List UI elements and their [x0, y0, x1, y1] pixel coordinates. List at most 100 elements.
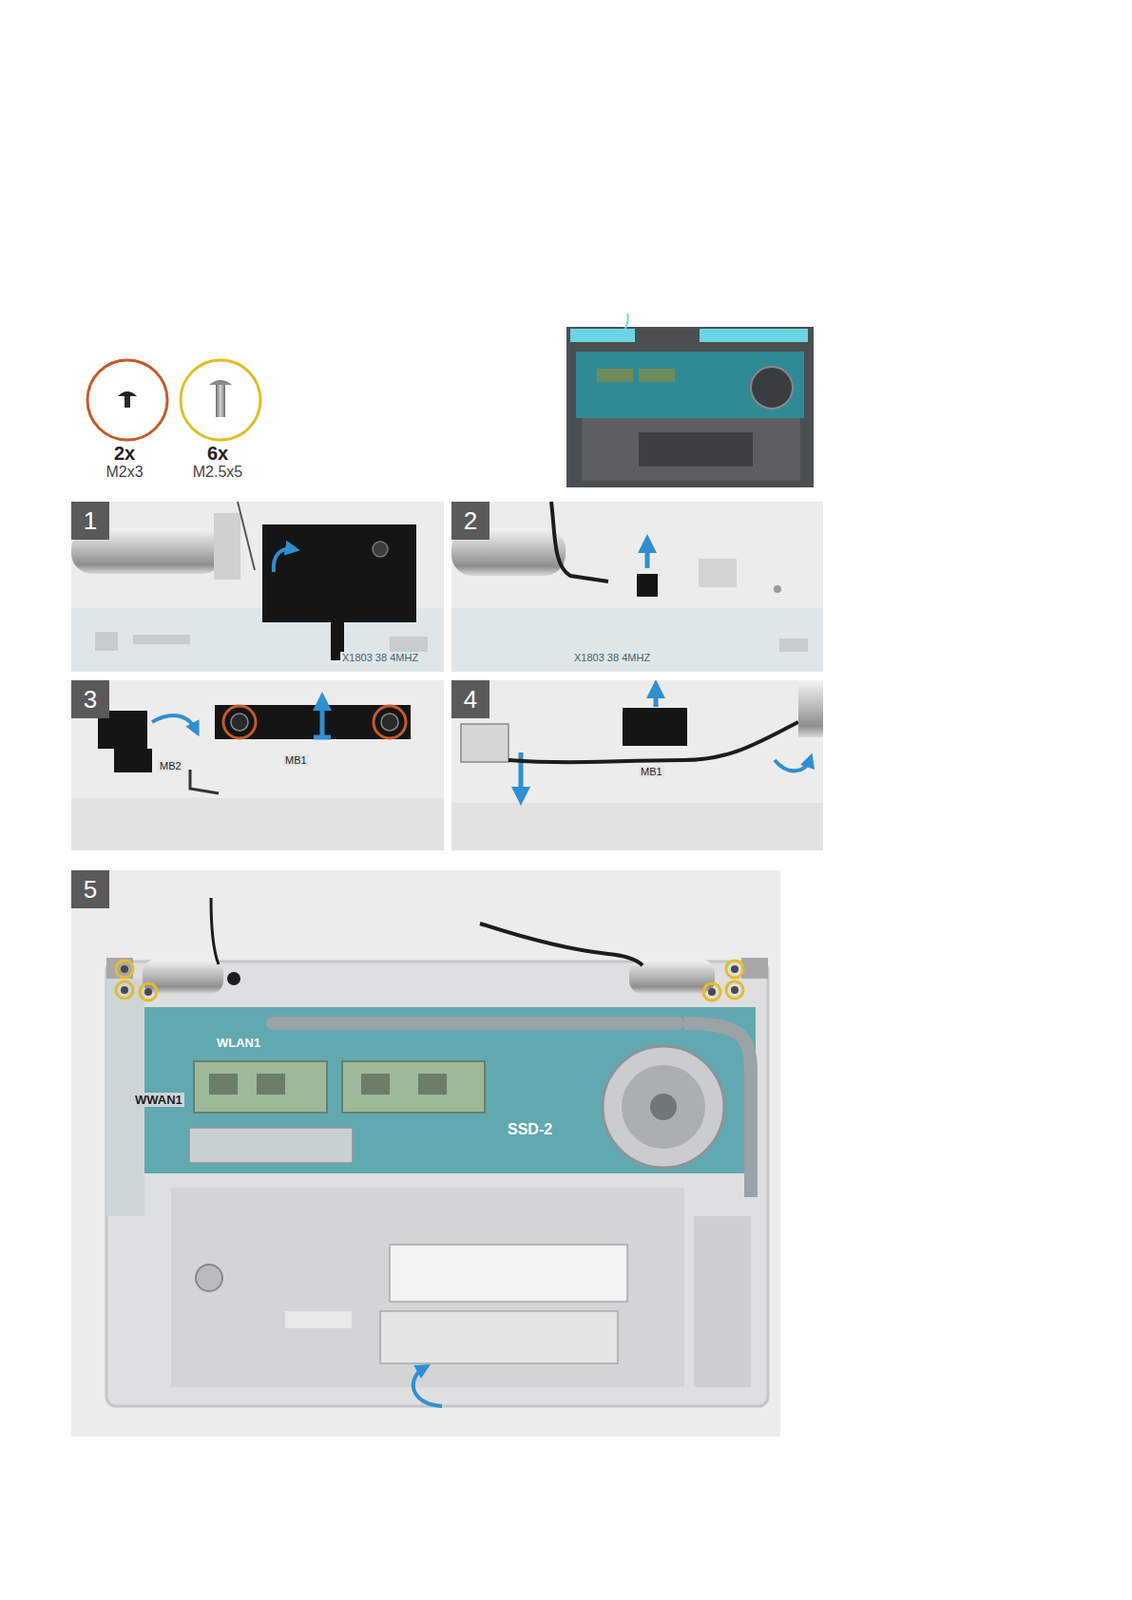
step-5-photo	[380, 1311, 618, 1364]
overview-thumbnail	[750, 366, 793, 409]
board-marking: X1803 38 4MHZ	[572, 652, 653, 664]
screw-shank	[215, 384, 226, 418]
hinge-screw-marker	[726, 960, 744, 979]
step-4-photo	[774, 760, 810, 771]
step-2-photo	[451, 501, 824, 672]
step-3-photo	[381, 713, 399, 731]
step-number: 3	[71, 680, 110, 719]
screw-circle	[180, 360, 261, 441]
step-panel: 3	[71, 680, 444, 851]
step-4-photo	[451, 803, 824, 851]
step-5-photo	[106, 958, 134, 979]
step-1-photo	[133, 634, 191, 645]
hinge-screw-marker	[139, 983, 157, 1001]
hinge-screw	[120, 986, 129, 995]
step-2-photo	[451, 608, 824, 672]
overview-thumbnail	[596, 368, 634, 383]
step-4-photo	[653, 689, 659, 708]
step-5-photo	[479, 923, 643, 966]
step-3-photo	[230, 713, 249, 731]
overview-thumbnail	[638, 432, 753, 467]
step-5-photo	[285, 1311, 352, 1329]
step-4-photo	[451, 680, 824, 851]
screw-head	[117, 391, 137, 397]
hinge-screw	[144, 988, 153, 997]
step-panel: 2	[451, 501, 824, 672]
screw-legend: 2xM2x3	[79, 357, 175, 481]
step-number: 4	[451, 680, 490, 719]
overview-thumbnail	[638, 368, 675, 383]
step-5-photo	[142, 1007, 756, 1174]
step-4-photo	[798, 680, 824, 738]
overview-thumbnail	[566, 326, 814, 488]
step-3-photo	[71, 680, 444, 851]
step-5-photo	[418, 1074, 447, 1095]
step-5-photo	[602, 1046, 725, 1169]
step-3-photo	[190, 769, 219, 794]
step-4-photo	[508, 722, 799, 763]
hinge-screw-marker	[726, 981, 744, 999]
step-5-photo	[256, 1074, 286, 1095]
step-1-photo	[389, 636, 428, 653]
step-4-photo	[622, 708, 688, 747]
step-5-photo	[171, 1188, 685, 1388]
screw-count: 2x	[74, 442, 175, 464]
screw-count: 6x	[167, 442, 269, 464]
board-marking: X1803 38 4MHZ	[340, 652, 421, 664]
step-1-photo	[273, 549, 293, 573]
cable-tag: MB2	[157, 760, 184, 772]
step-5-photo	[693, 1216, 751, 1388]
step-5-photo	[650, 1093, 677, 1121]
step-2-photo	[698, 558, 737, 588]
step-5-photo	[266, 1016, 685, 1031]
step-5-photo	[193, 1061, 327, 1113]
board-marking: SSD-2	[505, 1121, 555, 1139]
screw-icon	[84, 357, 171, 443]
step-2-photo	[551, 501, 609, 582]
hinge-screw	[730, 986, 739, 995]
step-5-photo	[142, 1007, 756, 1174]
step-5-photo	[195, 1265, 223, 1292]
step-2-photo	[451, 501, 824, 672]
overview-thumbnail	[581, 418, 801, 481]
step-5-photo	[741, 958, 768, 979]
hinge-screw-marker	[115, 981, 134, 999]
step-1-photo	[95, 632, 118, 652]
step-1-photo	[213, 513, 241, 580]
step-5-photo	[189, 1128, 353, 1164]
step-number: 1	[71, 501, 110, 540]
hinge-screw	[120, 965, 739, 997]
step-4-photo	[451, 680, 824, 851]
step-4-photo	[460, 724, 509, 763]
step-5-photo	[227, 972, 241, 986]
step-number: 5	[71, 870, 110, 909]
step-3-photo	[313, 701, 331, 738]
hinge-screw	[120, 965, 129, 974]
step-1-photo	[372, 541, 388, 557]
hinge-screw-marker	[115, 960, 134, 979]
step-1-photo	[71, 501, 444, 672]
step-5-photo	[342, 1061, 485, 1113]
step-panel: 5	[71, 870, 781, 1438]
step-panel: 4	[451, 680, 824, 851]
step-5-photo	[361, 1074, 390, 1095]
screw-circle	[87, 360, 168, 441]
hinge-screw-marker	[703, 983, 721, 1001]
step-3-photo	[373, 706, 406, 739]
cable-tag: MB1	[638, 766, 665, 778]
step-3-photo	[71, 680, 444, 851]
screw-shank	[124, 396, 131, 408]
step-3-photo	[71, 798, 444, 851]
step-2-photo	[779, 638, 808, 653]
screw-legend: 6xM2.5x5	[172, 357, 269, 481]
step-5-photo	[71, 870, 781, 1438]
step-5-photo	[389, 1245, 628, 1303]
step-3-photo	[114, 748, 153, 773]
step-2-photo	[636, 574, 658, 597]
step-5-photo	[209, 1074, 238, 1095]
step-5-photo	[106, 961, 768, 1407]
overview-thumbnail	[699, 328, 808, 343]
step-3-photo	[223, 706, 256, 739]
